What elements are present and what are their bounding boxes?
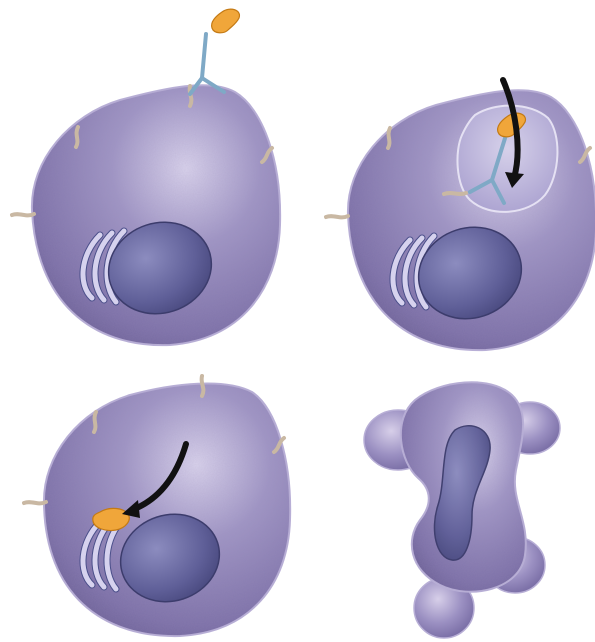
panel-2-cell	[326, 80, 595, 350]
panel-4-apoptotic-cell	[364, 382, 560, 638]
panel-1-cell	[12, 9, 280, 345]
panel-3-cell	[24, 376, 290, 636]
antigen-molecule	[212, 9, 240, 33]
